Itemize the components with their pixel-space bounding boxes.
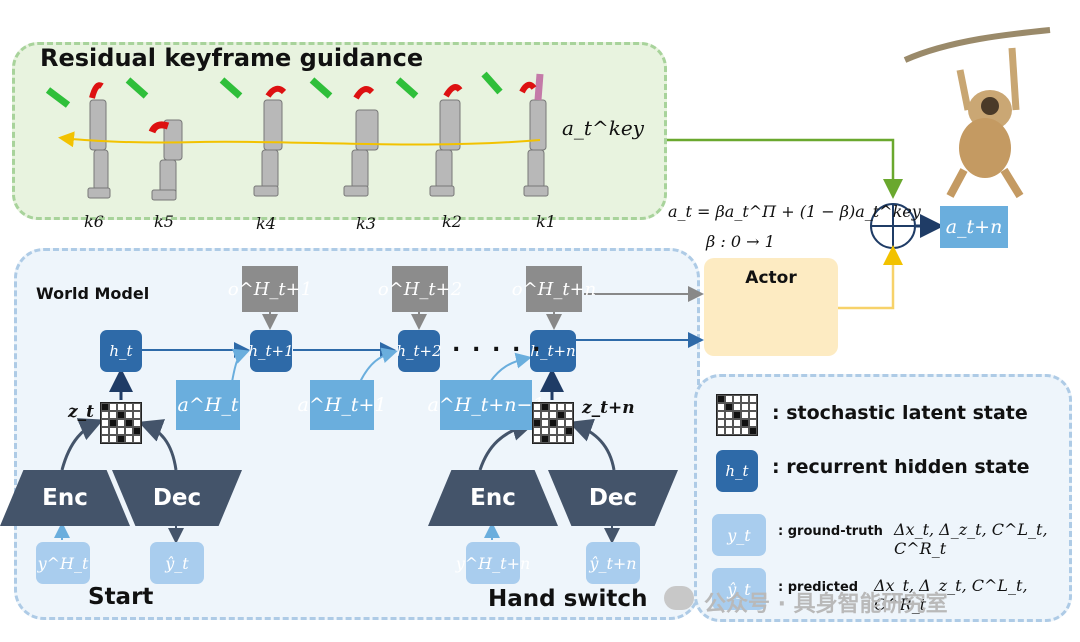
start-label: Start: [88, 584, 154, 610]
robot-k3-icon: [309, 77, 379, 197]
z-grid-tn: [532, 402, 574, 444]
keyframe-trajectory: [58, 131, 541, 148]
dec-to-zt-arrow: [138, 419, 178, 471]
decoder-block-start: Dec: [112, 470, 242, 526]
key-action-arrow: [667, 138, 903, 199]
robot-k2-icon: [395, 77, 463, 197]
h-node-t1: h_t+1: [248, 330, 294, 372]
legend-y-icon: y_t: [712, 514, 766, 556]
chain-ellipsis: . . . . .: [452, 332, 543, 357]
z-label-t: z_t: [68, 402, 95, 422]
encoder-block-start: Enc: [0, 470, 130, 526]
a2-arrow: [359, 347, 398, 383]
keyframe-label-k4: k4: [256, 214, 276, 233]
o-node-t1: o^H_t+1: [228, 266, 312, 312]
y-out-node-t: ŷ_t: [150, 542, 204, 584]
legend-gt-terms: Δx_t, Δ_z_t, C^L_t, C^R_t: [894, 520, 1048, 558]
dec-to-ztn-arrow: [568, 418, 616, 471]
z-grid-t: [100, 402, 142, 444]
legend-stochastic-text: : stochastic latent state: [772, 402, 1028, 424]
h-node-t2: h_t+2: [396, 330, 442, 372]
an-arrow: [489, 352, 532, 383]
actor-label: Actor: [745, 268, 797, 288]
h-node-t: h_t: [100, 330, 142, 372]
blend-formula: a_t = βa_t^Π + (1 − β)a_t^key: [668, 202, 921, 221]
sum-operator-icon: [870, 203, 916, 249]
a-node-t: a^H_t: [176, 380, 240, 430]
actor-box: [704, 258, 838, 356]
keyframe-label-k3: k3: [356, 214, 376, 233]
legend-h-icon: h_t: [716, 450, 758, 492]
a-key-label: a_t^key: [562, 116, 644, 140]
o-node-tn: o^H_t+n: [512, 266, 596, 312]
y-out-node-tn: ŷ_t+n: [586, 542, 640, 584]
legend-pred-terms: Δx_t, Δ_z_t, C^L_t, C^R_t: [874, 576, 1028, 614]
robot-k5-icon: [125, 77, 183, 201]
robot-keyframes: [45, 71, 549, 201]
robot-k4-icon: [219, 77, 287, 197]
keyframe-label-k2: k2: [442, 212, 462, 231]
watermark-text: 公众号 · 具身智能研究室: [704, 592, 948, 617]
a1-arrow: [231, 348, 250, 383]
wechat-logo-icon: [664, 586, 694, 610]
hand-switch-label: Hand switch: [488, 586, 648, 612]
z-label-tn: z_t+n: [582, 398, 635, 418]
robot-k1-icon: [481, 71, 549, 197]
legend-gt-prefix: : ground-truth: [778, 524, 883, 539]
y-in-node-t: y^H_t: [36, 542, 90, 584]
legend-recurrent-text: : recurrent hidden state: [772, 456, 1030, 478]
output-action-node: a_t+n: [940, 206, 1008, 248]
keyframe-label-k1: k1: [536, 212, 556, 231]
gibbon-icon: [903, 27, 1051, 199]
enc-to-ztn-arrow: [478, 417, 536, 471]
encoder-block-switch: Enc: [428, 470, 558, 526]
keyframe-label-k5: k5: [154, 212, 174, 231]
o-node-t2: o^H_t+2: [378, 266, 462, 312]
y-in-node-tn: y^H_t+n: [456, 542, 530, 584]
h-node-tn: h_t+n: [530, 330, 576, 372]
enc-to-zt-arrow: [60, 418, 104, 471]
a-node-t1: a^H_t+1: [298, 380, 386, 430]
robot-k6-icon: [45, 82, 111, 199]
keyframe-panel: [12, 42, 667, 220]
keyframe-label-k6: k6: [84, 212, 104, 231]
actor-output-arrow: [838, 245, 903, 310]
beta-schedule: β : 0 → 1: [706, 232, 775, 251]
a-node-tn1: a^H_t+n−1: [427, 380, 545, 430]
keyframe-title: Residual keyframe guidance: [40, 44, 424, 72]
legend-yhat-icon: ŷ_t: [712, 568, 766, 610]
world-model-title: World Model: [36, 284, 150, 303]
decoder-block-switch: Dec: [548, 470, 678, 526]
legend-pred-prefix: : predicted: [778, 580, 859, 595]
legend-grid-icon: [716, 394, 758, 436]
